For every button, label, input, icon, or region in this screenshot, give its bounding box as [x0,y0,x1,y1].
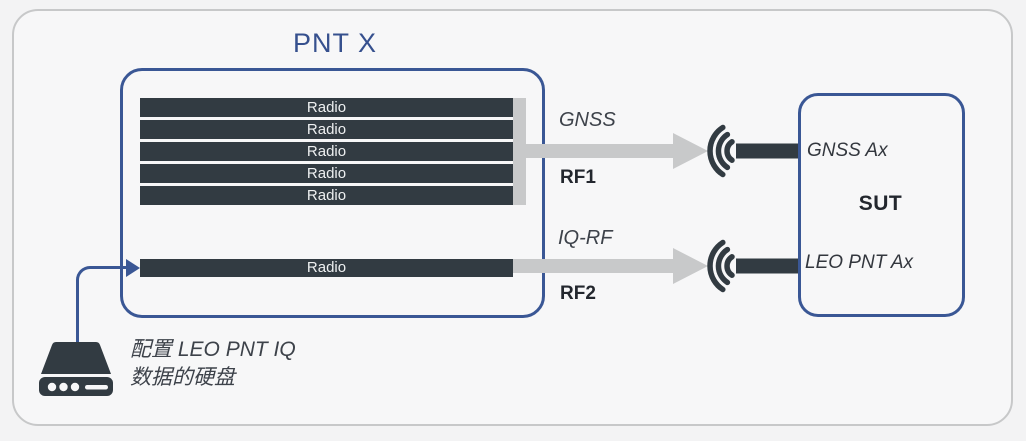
rf1-signal-arrow [513,133,708,169]
connector-arrowhead [126,259,140,277]
antenna-icon [707,239,800,293]
disk-to-radio-connector [76,266,130,347]
rf2-port-label: RF2 [560,283,596,304]
radio-module: Radio [140,98,513,117]
pntx-box [120,68,545,318]
radio-module: Radio [140,120,513,139]
sut-input-leo-pnt-ax: LEO PNT Ax [805,252,914,273]
diagram-card [12,9,1013,426]
hard-disk-icon [39,342,113,396]
disk-caption: 配置 LEO PNT IQ 数据的硬盘 [130,336,340,392]
radio-module: Radio [140,164,513,183]
radio-module: Radio [140,186,513,205]
antenna-icon [707,124,800,178]
sut-input-gnss-ax: GNSS Ax [807,140,888,161]
rf1-port-label: RF1 [560,167,596,188]
radio-module-iq: Radio [140,259,513,277]
sut-title: SUT [858,192,903,215]
iqrf-signal-label: IQ-RF [558,227,613,249]
disk-caption-line2: 数据的硬盘 [130,366,235,389]
rf2-signal-arrow [513,248,708,284]
sut-box [798,93,965,317]
disk-caption-line1: 配置 LEO PNT IQ [130,338,296,361]
pntx-title: PNT X [292,28,378,58]
radio-module: Radio [140,142,513,161]
gnss-signal-label: GNSS [559,109,616,131]
